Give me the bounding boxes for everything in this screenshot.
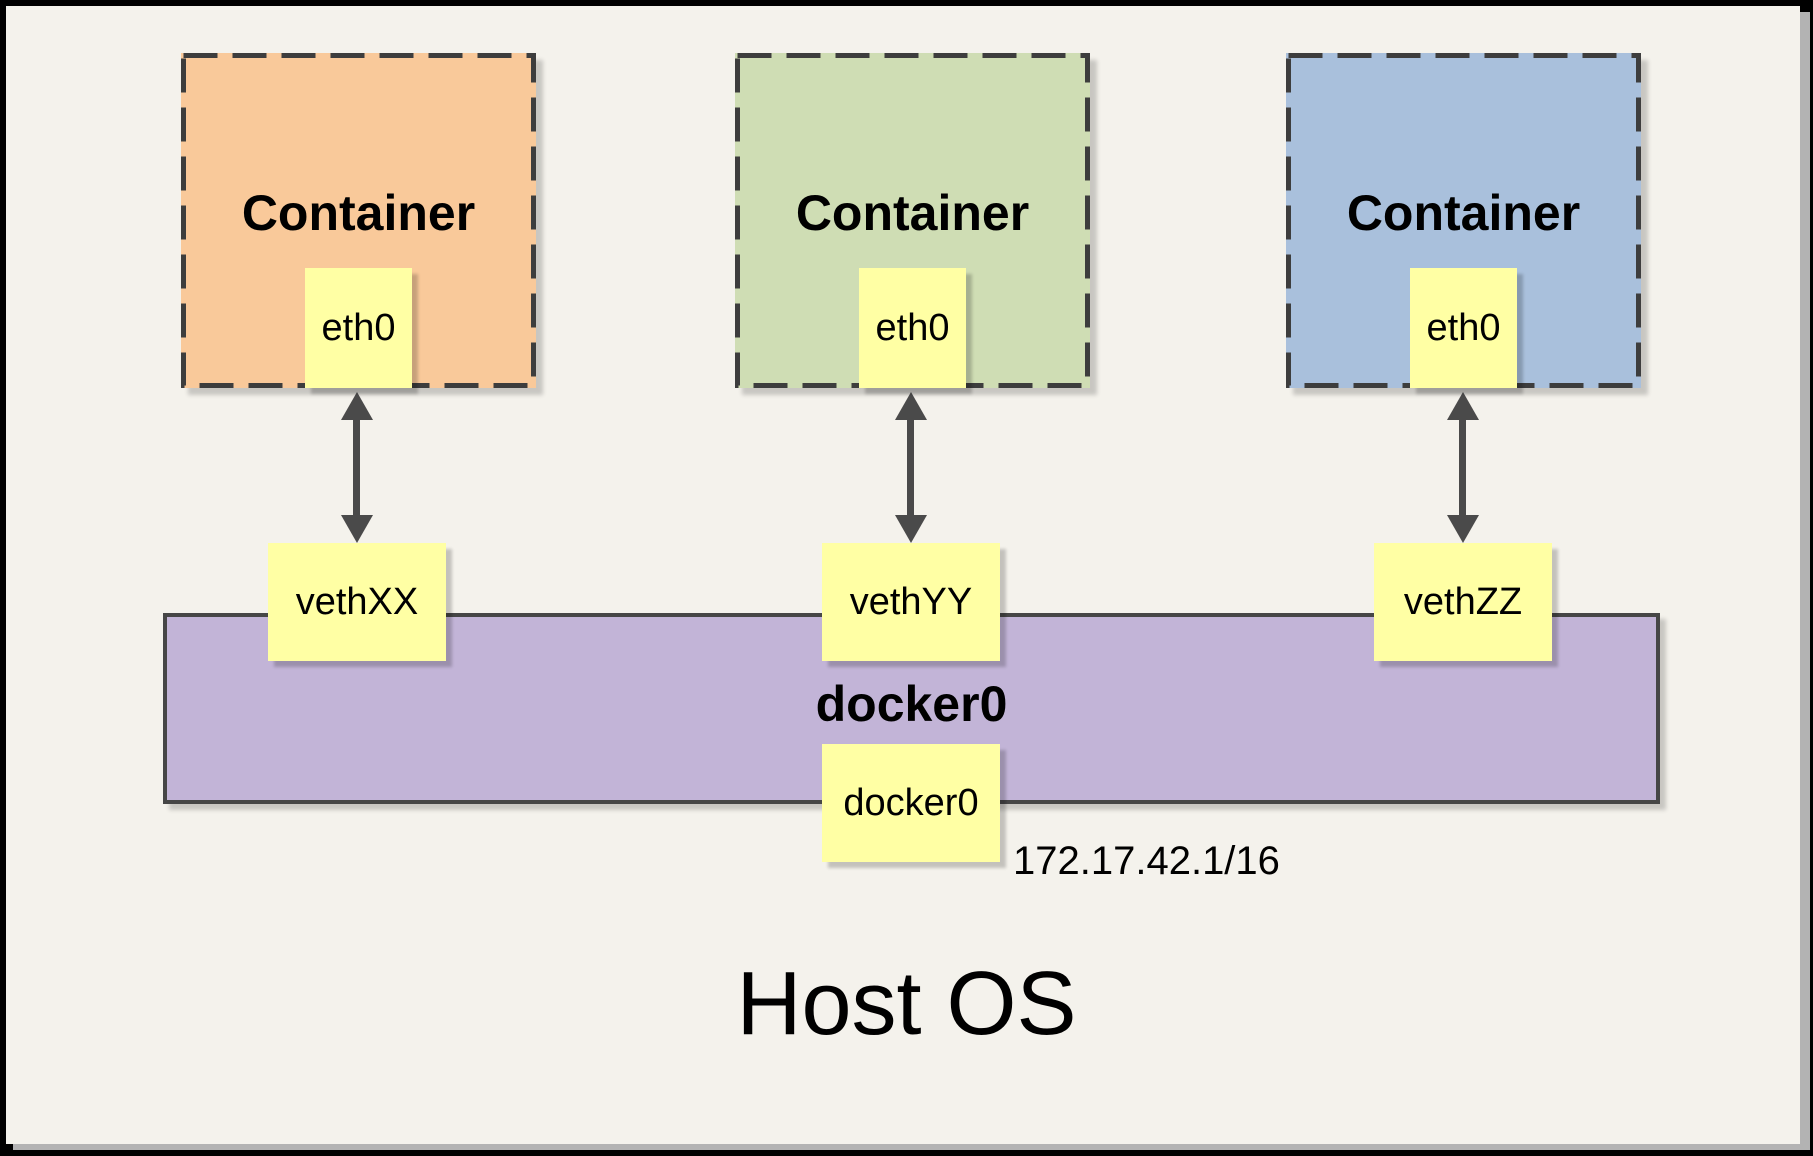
container-label: Container — [241, 185, 476, 241]
eth0-label: eth0 — [321, 307, 396, 349]
container-box-1: Container eth0 — [181, 53, 536, 388]
container-label: Container — [1346, 185, 1581, 241]
container-box-3: Container eth0 — [1286, 53, 1641, 388]
arrow-shaft — [907, 416, 914, 519]
arrow-shaft — [353, 416, 360, 519]
bidirectional-arrow-icon — [895, 392, 927, 543]
arrowhead-up-icon — [895, 392, 927, 420]
eth0-label: eth0 — [1426, 307, 1501, 349]
arrowhead-up-icon — [341, 392, 373, 420]
arrowhead-down-icon — [341, 515, 373, 543]
arrowhead-up-icon — [1447, 392, 1479, 420]
vethzz-box: vethZZ — [1374, 543, 1552, 661]
bidirectional-arrow-icon — [1447, 392, 1479, 543]
arrowhead-down-icon — [1447, 515, 1479, 543]
vethzz-label: vethZZ — [1403, 581, 1523, 623]
eth0-interface-box: eth0 — [305, 268, 412, 388]
arrow-shaft — [1459, 416, 1466, 519]
host-os-label: Host OS — [736, 954, 1077, 1054]
vethyy-label: vethYY — [849, 581, 973, 623]
eth0-interface-box: eth0 — [859, 268, 966, 388]
container-label: Container — [795, 185, 1030, 241]
docker0-interface-box: docker0 — [822, 744, 1000, 862]
container-box-2: Container eth0 — [735, 53, 1090, 388]
vethyy-box: vethYY — [822, 543, 1000, 661]
eth0-label: eth0 — [875, 307, 950, 349]
eth0-interface-box: eth0 — [1410, 268, 1517, 388]
bridge-ip-address: 172.17.42.1/16 — [1013, 839, 1280, 883]
docker0-interface-label: docker0 — [843, 782, 979, 824]
vethxx-label: vethXX — [295, 581, 419, 623]
docker0-bridge-label: docker0 — [815, 676, 1008, 732]
vethxx-box: vethXX — [268, 543, 446, 661]
bidirectional-arrow-icon — [341, 392, 373, 543]
arrowhead-down-icon — [895, 515, 927, 543]
